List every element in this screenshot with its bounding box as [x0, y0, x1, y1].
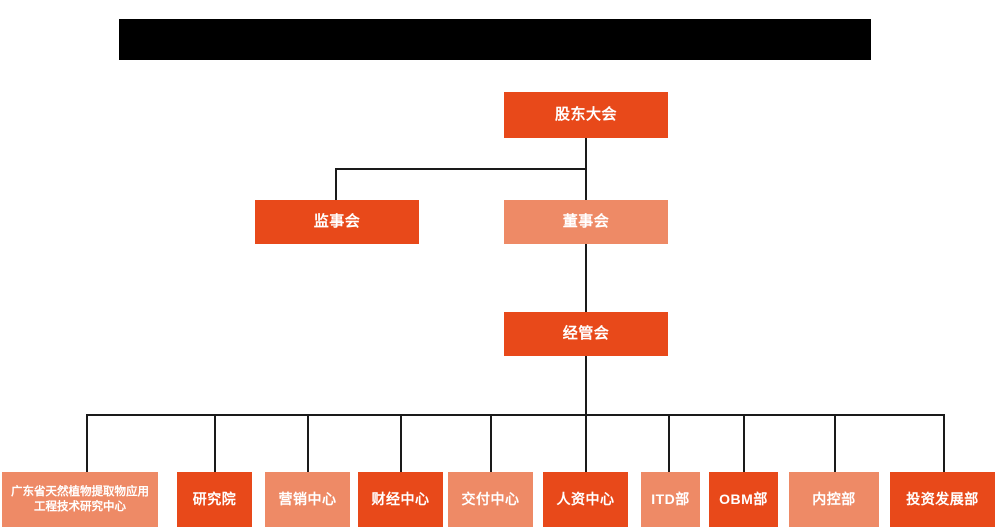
- connector-to-hr-center: [585, 414, 587, 472]
- org-node-label: 投资发展部: [906, 490, 979, 507]
- org-node-itd-department[interactable]: ITD部: [641, 472, 700, 527]
- org-node-internal-control-department[interactable]: 内控部: [789, 472, 879, 527]
- connector-to-finance-center: [400, 414, 402, 472]
- connector-to-investment-development-department: [943, 414, 945, 472]
- connector-l2-horizontal: [335, 168, 586, 170]
- connector-to-marketing-center: [307, 414, 309, 472]
- connector-to-board-of-directors: [585, 168, 587, 200]
- org-node-label: OBM部: [719, 490, 768, 507]
- connector-to-itd-department: [668, 414, 670, 472]
- org-node-label: ITD部: [651, 490, 690, 507]
- org-node-investment-development-department[interactable]: 投资发展部: [890, 472, 995, 527]
- org-node-management-committee[interactable]: 经管会: [504, 312, 668, 356]
- org-node-label: 监事会: [313, 212, 361, 230]
- org-node-label: 董事会: [562, 212, 610, 230]
- org-node-board-of-directors[interactable]: 董事会: [504, 200, 668, 244]
- org-node-label: 股东大会: [554, 105, 617, 123]
- connector-l1-down: [585, 138, 587, 169]
- org-node-label: 营销中心: [278, 490, 337, 507]
- org-node-label: 交付中心: [461, 490, 520, 507]
- org-node-label: 财经中心: [371, 490, 430, 507]
- org-node-obm-department[interactable]: OBM部: [709, 472, 778, 527]
- connector-management-down: [585, 356, 587, 415]
- org-node-label: 经管会: [562, 324, 610, 342]
- org-node-shareholders-meeting[interactable]: 股东大会: [504, 92, 668, 138]
- connector-directors-to-management: [585, 243, 587, 312]
- connector-to-internal-control-department: [834, 414, 836, 472]
- connector-to-board-of-supervisors: [335, 168, 337, 200]
- org-node-label: 内控部: [812, 490, 856, 507]
- org-node-delivery-center[interactable]: 交付中心: [448, 472, 533, 527]
- org-node-label: 广东省天然植物提取物应用工程技术研究中心: [11, 486, 149, 513]
- org-node-research-institute[interactable]: 研究院: [177, 472, 252, 527]
- org-node-label: 研究院: [192, 490, 237, 507]
- org-node-board-of-supervisors[interactable]: 监事会: [255, 200, 419, 244]
- connector-to-guangdong-research-center: [86, 414, 88, 472]
- org-node-hr-center[interactable]: 人资中心: [543, 472, 628, 527]
- connector-to-delivery-center: [490, 414, 492, 472]
- org-node-finance-center[interactable]: 财经中心: [358, 472, 443, 527]
- org-node-marketing-center[interactable]: 营销中心: [265, 472, 350, 527]
- connector-to-research-institute: [214, 414, 216, 472]
- redacted-title-banner: [119, 19, 871, 60]
- connector-bottom-bus: [86, 414, 944, 416]
- org-node-label: 人资中心: [556, 490, 615, 507]
- org-node-guangdong-research-center[interactable]: 广东省天然植物提取物应用工程技术研究中心: [2, 472, 158, 527]
- connector-to-obm-department: [743, 414, 745, 472]
